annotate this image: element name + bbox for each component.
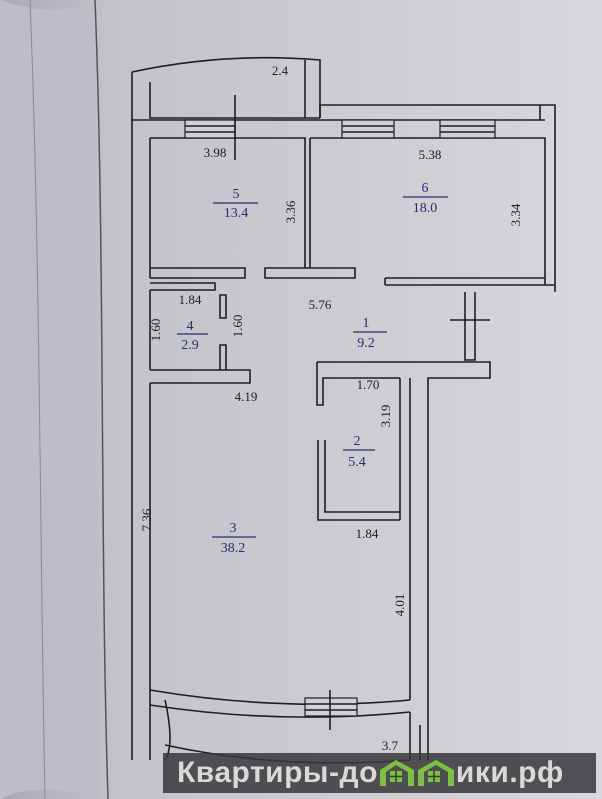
room-number: 5 [233,187,240,202]
dim-room4-right: 1.60 [230,315,245,338]
dim-room3-right: 4.01 [392,594,407,617]
page-edge [94,0,109,799]
room-4: 4 2.9 [177,319,208,353]
room-number: 1 [363,316,370,331]
watermark-text-right: ики.рф [455,756,564,789]
dimension-labels: 2.4 3.98 5.38 3.36 3.34 1.84 1.60 1.60 5… [139,63,523,753]
dim-room5-depth: 3.36 [283,200,298,223]
left-page [0,0,100,799]
page-line [29,0,46,799]
room-labels: 5 13.4 6 18.0 4 2.9 1 9.2 2 5.4 3 38.2 [177,181,448,556]
room-area: 5.4 [348,455,366,470]
watermark: Квартиры-до ики.рф [163,753,596,793]
dim-balcony-top: 2.4 [272,63,289,78]
room-6: 6 18.0 [403,181,448,216]
room-number: 2 [354,434,361,449]
watermark-text-left: Квартиры-до [177,756,378,789]
room-number: 6 [422,181,429,196]
dim-room6-depth: 3.34 [508,203,523,226]
dim-room5-width: 3.98 [204,145,227,160]
dim-room2-depth: 3.19 [378,405,393,428]
room-area: 2.9 [181,338,199,353]
room-area: 13.4 [224,206,249,221]
room-area: 38.2 [221,541,246,556]
dim-room2-bottom: 1.84 [356,526,379,541]
room-3: 3 38.2 [212,521,256,556]
room-area: 18.0 [413,201,438,216]
room-5: 5 13.4 [213,187,258,221]
room-2: 2 5.4 [343,434,375,470]
dim-room3-width: 4.19 [235,389,258,404]
dim-balcony-bottom: 3.7 [382,738,399,753]
room-area: 9.2 [357,336,375,351]
dim-room4-left: 1.60 [148,319,163,342]
dim-corridor-width: 5.76 [309,297,332,312]
dim-room6-width: 5.38 [419,147,442,162]
dim-room2-width: 1.70 [357,377,380,392]
dim-room4-width: 1.84 [179,292,202,307]
room-number: 4 [187,319,194,334]
dim-room3-depth: 7.36 [139,508,154,531]
room-number: 3 [230,521,237,536]
houses-logo-icon [379,760,454,786]
walls [131,56,556,764]
room-1: 1 9.2 [353,316,387,351]
